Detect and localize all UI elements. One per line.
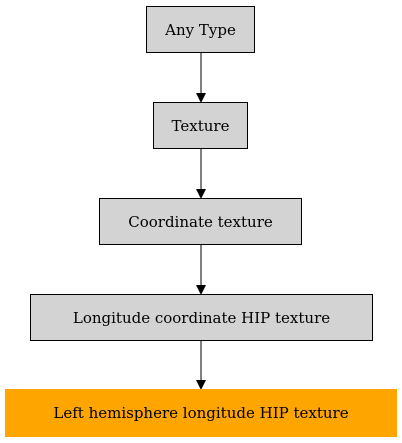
node-left-hemisphere-longitude-hip-texture: Left hemisphere longitude HIP texture xyxy=(5,389,397,437)
node-coordinate-texture: Coordinate texture xyxy=(99,198,302,245)
node-any-type: Any Type xyxy=(146,6,255,53)
node-label-texture: Texture xyxy=(171,116,230,135)
node-label-longitude-coordinate-hip-texture: Longitude coordinate HIP texture xyxy=(72,308,331,327)
node-label-any-type: Any Type xyxy=(165,20,236,39)
node-texture: Texture xyxy=(153,102,248,149)
node-label-coordinate-texture: Coordinate texture xyxy=(128,212,273,231)
node-label-left-hemisphere-longitude-hip-texture: Left hemisphere longitude HIP texture xyxy=(53,404,349,422)
node-longitude-coordinate-hip-texture: Longitude coordinate HIP texture xyxy=(30,294,373,341)
